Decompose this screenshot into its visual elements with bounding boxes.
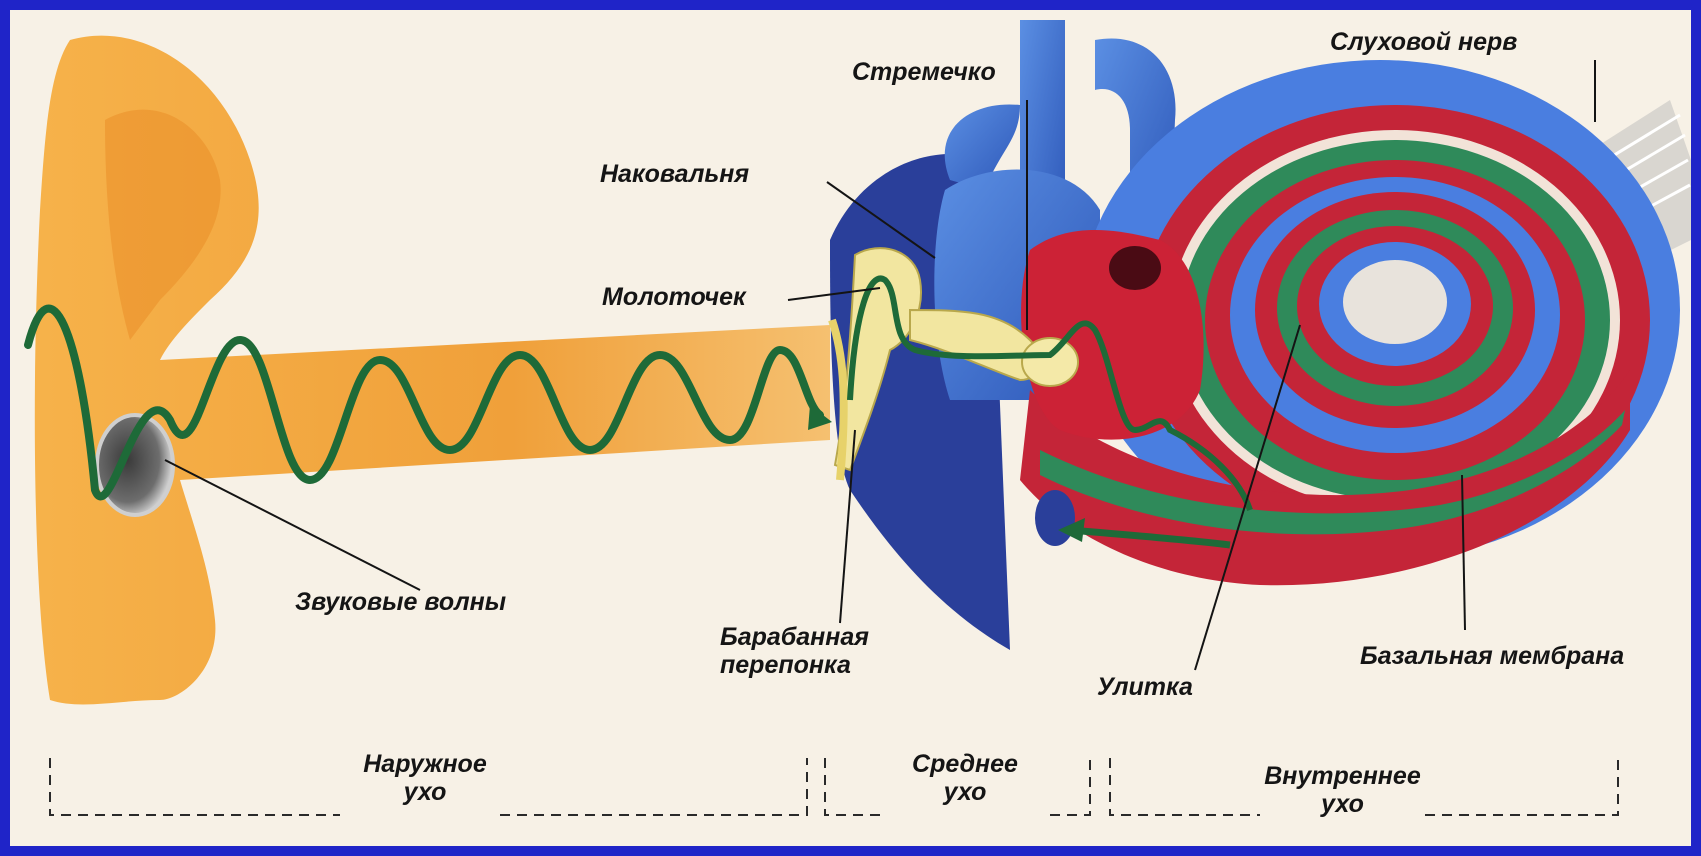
section-middle-line2: ухо xyxy=(880,778,1050,806)
section-outer-line2: ухо xyxy=(330,778,520,806)
section-middle-line1: Среднее xyxy=(880,750,1050,778)
label-hammer: Молоточек xyxy=(602,283,746,311)
label-auditory-nerve: Слуховой нерв xyxy=(1330,28,1517,56)
label-cochlea: Улитка xyxy=(1097,673,1193,701)
section-inner-ear: Внутреннее ухо xyxy=(1255,762,1430,818)
label-sound-waves: Звуковые волны xyxy=(295,588,506,616)
oval-window xyxy=(1109,246,1161,290)
label-eardrum-line2: перепонка xyxy=(720,651,869,679)
section-outer-ear: Наружное ухо xyxy=(330,750,520,806)
section-outer-line1: Наружное xyxy=(330,750,520,778)
label-eardrum: Барабанная перепонка xyxy=(720,623,869,679)
section-inner-line1: Внутреннее xyxy=(1255,762,1430,790)
round-window xyxy=(1035,490,1075,546)
label-stirrup: Стремечко xyxy=(852,58,996,86)
section-inner-line2: ухо xyxy=(1255,790,1430,818)
section-middle-ear: Среднее ухо xyxy=(880,750,1050,806)
label-eardrum-line1: Барабанная xyxy=(720,623,869,651)
label-basilar-membrane: Базальная мембрана xyxy=(1360,642,1624,670)
ear-illustration xyxy=(10,10,1691,846)
ear-anatomy-diagram: Слуховой нерв Стремечко Наковальня Молот… xyxy=(10,10,1691,846)
label-anvil: Наковальня xyxy=(600,160,749,188)
